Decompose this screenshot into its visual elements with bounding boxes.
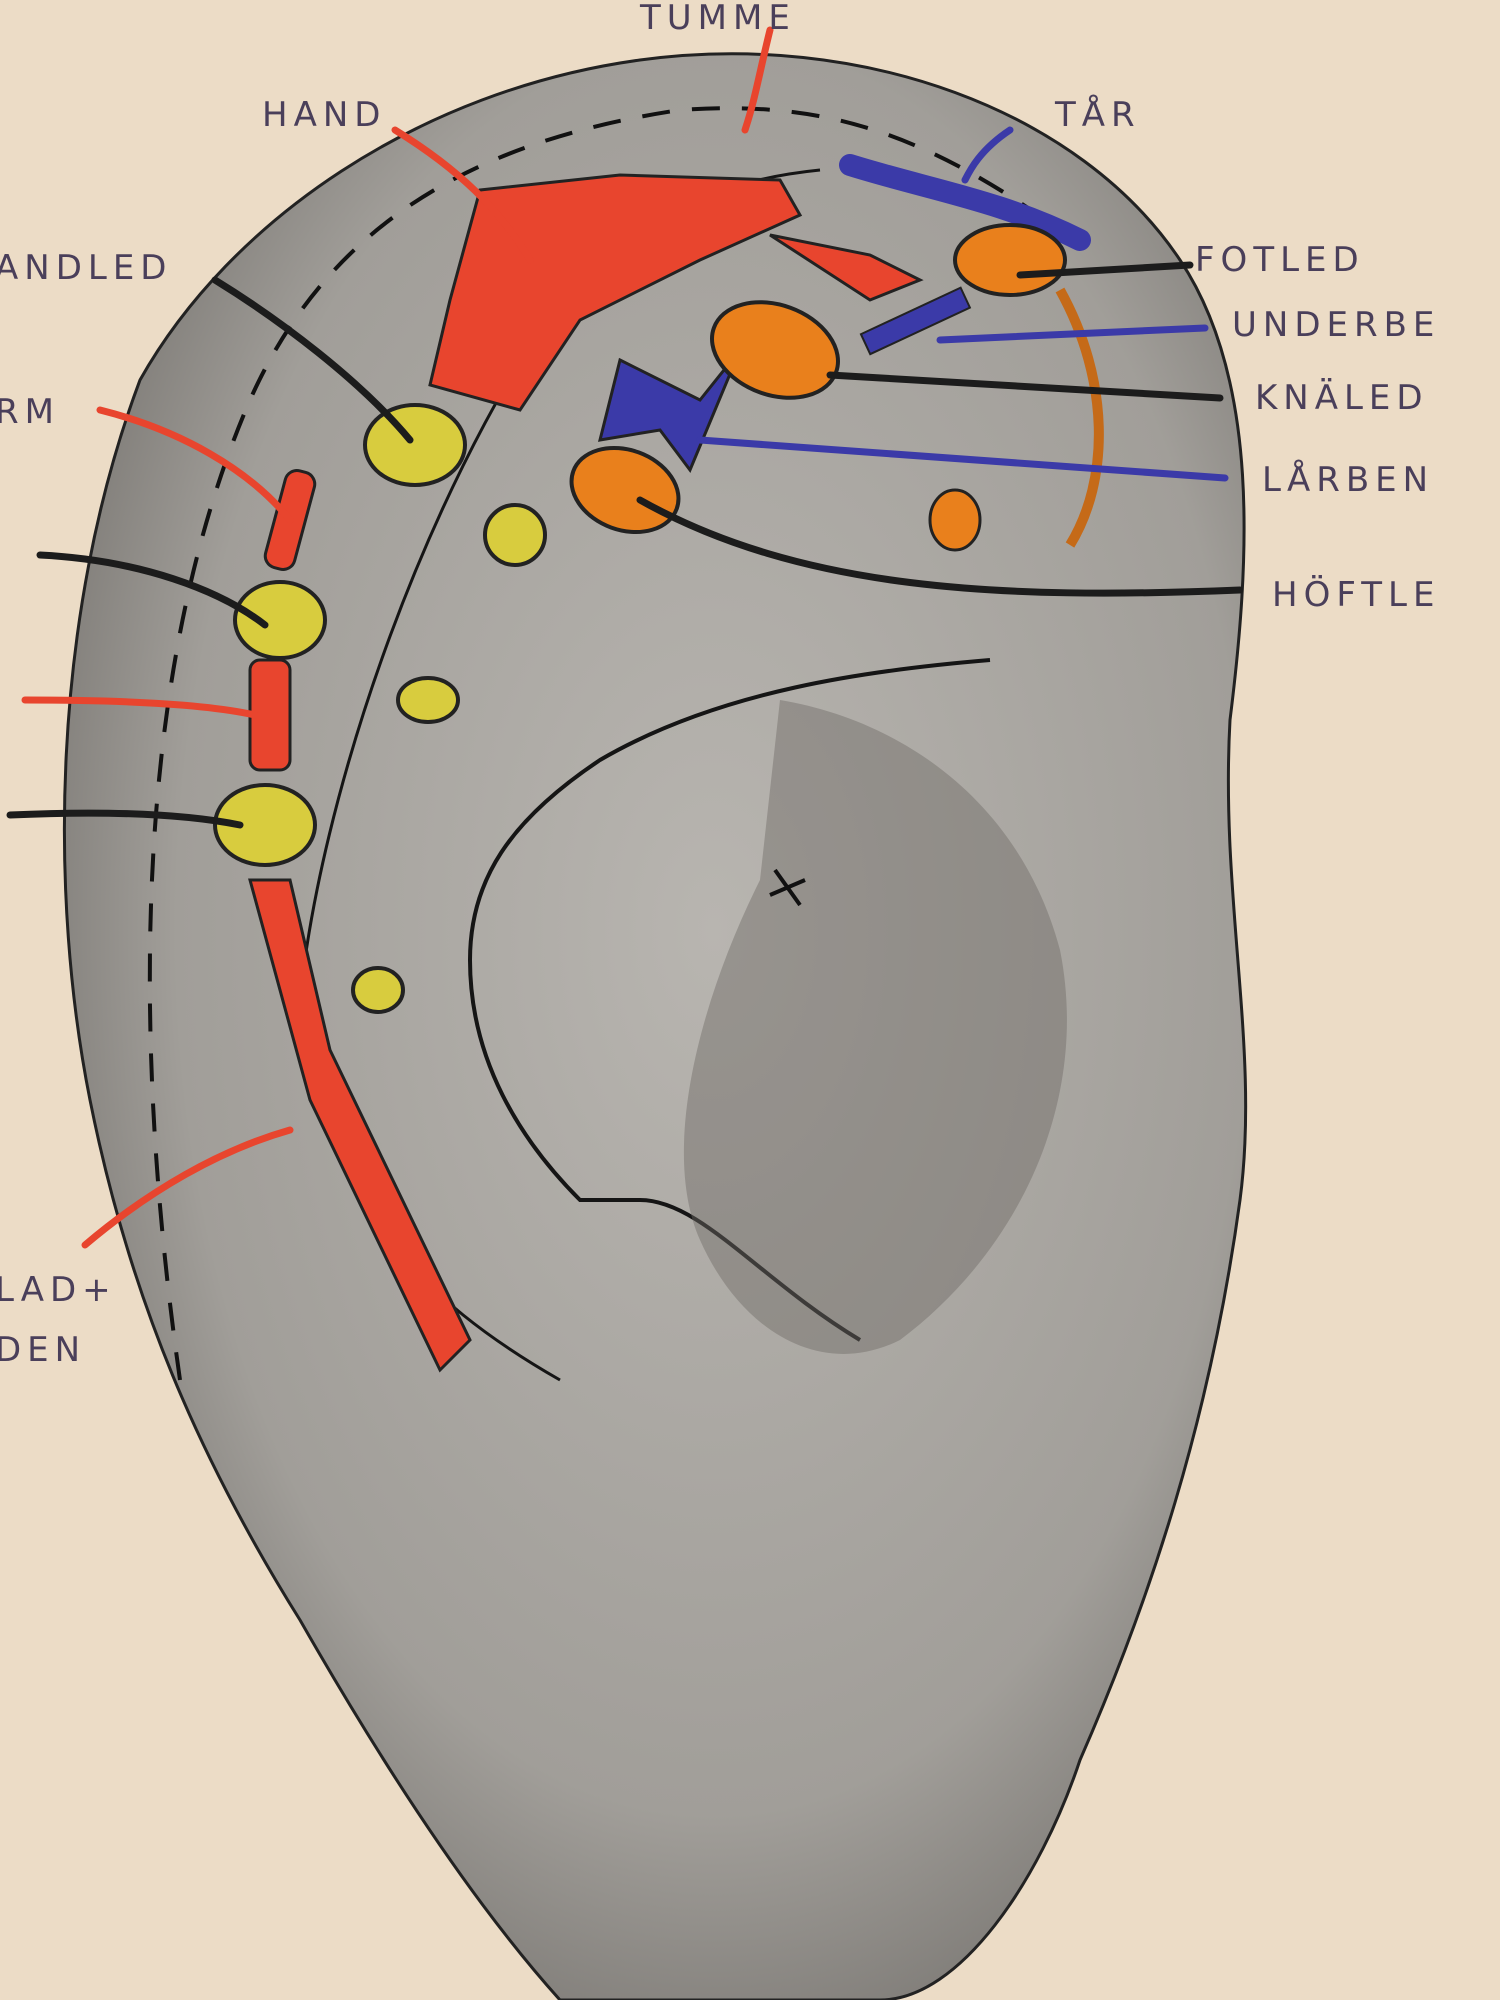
shoulder-joint-2: [213, 783, 317, 867]
pointer-knaled: [826, 371, 1224, 402]
pointer-hand: [391, 126, 534, 264]
label-underben: UNDERBE: [1232, 305, 1441, 345]
red-arrow: [769, 233, 924, 302]
thigh-zone: [597, 349, 742, 473]
label-tar: TÅR: [1055, 95, 1141, 135]
pointer-underben: [936, 324, 1209, 344]
lower-arm-zone: [248, 878, 472, 1373]
elbow-joint: [483, 503, 547, 567]
elbow-joint-2: [233, 580, 327, 660]
shoulder-joint: [396, 676, 460, 724]
toes-zone: [839, 154, 1091, 251]
pointer-elbow: [36, 551, 269, 629]
pointer-shoulder: [6, 809, 244, 829]
hand-zone: [428, 173, 803, 412]
pointer-upperarm: [21, 696, 259, 719]
wrist-joint: [363, 403, 467, 487]
pointer-arm: [96, 406, 294, 524]
pointer-lines: [6, 26, 1244, 1249]
label-skulderblad-2: DEN: [0, 1330, 87, 1370]
ear-outline: [62, 52, 1248, 2000]
label-hoftled: HÖFTLE: [1272, 575, 1441, 615]
label-tumme: TUMME: [640, 0, 796, 38]
ankle-joint: [953, 223, 1067, 297]
antihelix-line: [467, 658, 991, 1342]
pointer-fotled: [1016, 261, 1194, 279]
small-joint: [928, 488, 982, 552]
label-skulderblad-1: LAD+: [0, 1270, 117, 1310]
label-fotled: FOTLED: [1195, 240, 1365, 280]
pointer-hoftled: [636, 496, 1244, 597]
pointer-handled: [211, 276, 414, 444]
pointer-tar: [961, 126, 1014, 184]
pointer-skulderblad: [81, 1126, 294, 1249]
label-larben: LÅRBEN: [1262, 460, 1435, 500]
concha-shadow: [683, 700, 1067, 1354]
label-handled: ANDLED: [0, 248, 173, 288]
pointer-tumme: [741, 26, 774, 134]
lower-leg-zone: [859, 286, 972, 356]
label-knaled: KNÄLED: [1255, 378, 1429, 418]
label-arm: RM: [0, 392, 60, 432]
clavicle-joint: [351, 966, 405, 1014]
hip-joint: [569, 445, 681, 535]
label-hand: HAND: [262, 95, 387, 135]
orange-arrow: [1055, 287, 1104, 548]
cross-mark: [769, 868, 806, 907]
pointer-larben: [696, 436, 1229, 482]
